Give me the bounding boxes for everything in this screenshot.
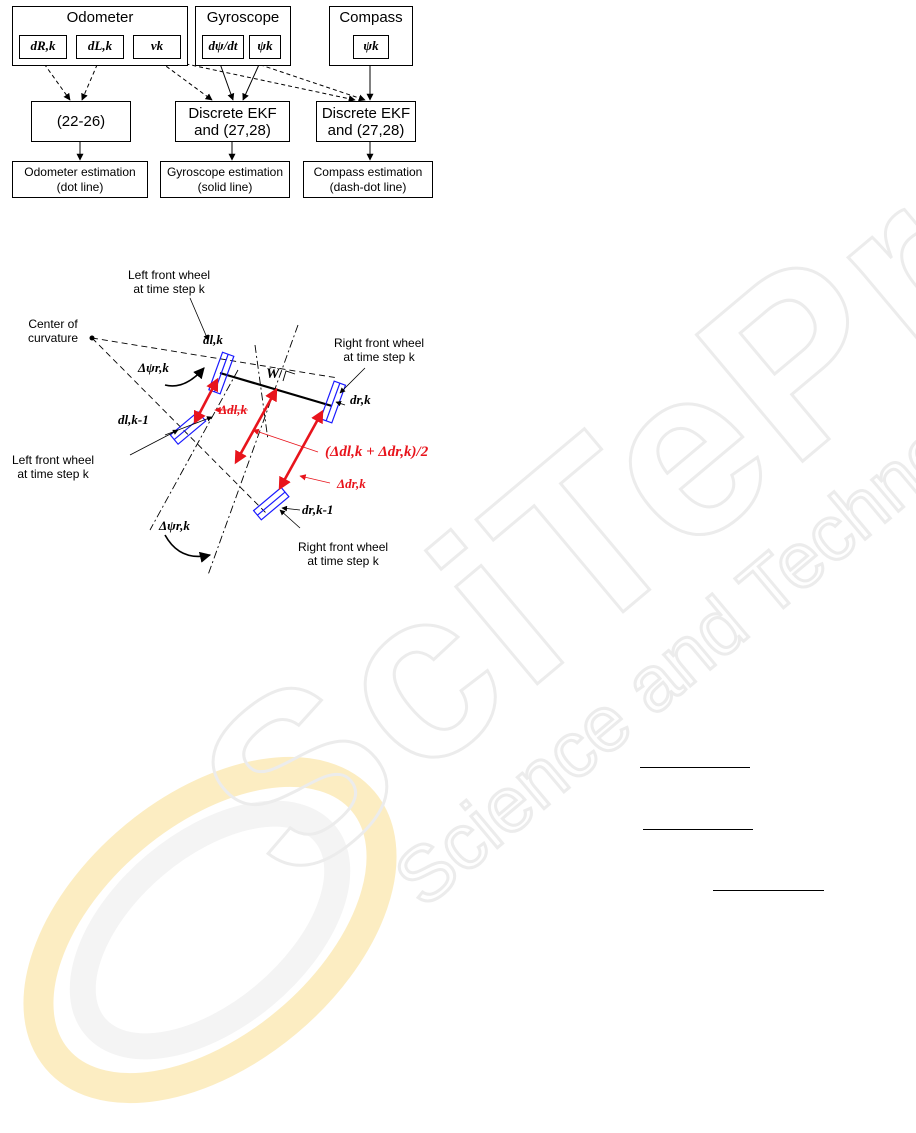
odometer-processor-label: (22-26)	[56, 113, 106, 130]
odometer-output-block: Odometer estimation (dot line)	[12, 161, 148, 198]
label-right-wheel-top-line2: at time step k	[343, 350, 415, 364]
delta-dr-arrow	[278, 409, 324, 491]
fraction-bar-3	[713, 890, 824, 891]
label-center-of-curvature: Center of curvature	[28, 317, 78, 345]
angle-arc-lower	[164, 534, 212, 563]
label-right-wheel-top: Right front wheel at time step k	[334, 336, 424, 364]
axis-line-right	[207, 324, 299, 576]
odometer-output-line1: Odometer estimation	[24, 164, 136, 179]
compass-output-line2: (dash-dot line)	[329, 179, 407, 194]
gyroscope-processor-line1: Discrete EKF	[188, 104, 277, 122]
label-left-wheel-top: Left front wheel at time step k	[128, 268, 210, 296]
label-left-wheel-bottom-line1: Left front wheel	[12, 453, 95, 467]
symbol-dr-k: dr,k	[350, 392, 371, 407]
fraction-bar-2	[643, 829, 753, 830]
gyroscope-processor-block: Discrete EKF and (27,28)	[175, 101, 290, 142]
gyroscope-sensor-block: Gyroscope dψ/dt ψk	[195, 6, 291, 66]
label-left-wheel-bottom-line2: at time step k	[17, 467, 89, 481]
symbol-dr-k-1: dr,k-1	[302, 502, 334, 517]
symbol-track-width: W	[266, 366, 280, 382]
symbol-delta-dr-k: Δdr,k	[337, 476, 366, 491]
compass-processor-block: Discrete EKF and (27,28)	[316, 101, 416, 142]
axis-line-left	[149, 369, 239, 531]
label-center-line1: Center of	[28, 317, 78, 331]
angle-arc-upper	[164, 367, 205, 387]
label-left-wheel-top-line1: Left front wheel	[128, 268, 211, 282]
symbol-dl-k-1: dl,k-1	[118, 412, 149, 427]
odometer-output-line2: (dot line)	[56, 179, 104, 194]
compass-processor-line1: Discrete EKF	[321, 104, 411, 122]
compass-output-line1: Compass estimation	[313, 164, 423, 179]
compass-processor-line2: and (27,28)	[327, 121, 405, 139]
compass-sensor-block: Compass ψk	[329, 6, 413, 66]
gyroscope-output-line2: (solid line)	[197, 179, 253, 194]
right-angle-mark	[282, 370, 296, 382]
wheel-geometry-diagram: Left front wheel at time step k Center o…	[0, 250, 916, 590]
left-wheel-time-k-1	[169, 410, 207, 446]
gyroscope-input-psi: ψk	[249, 35, 281, 59]
label-right-wheel-bottom: Right front wheel at time step k	[298, 540, 388, 568]
label-center-line2: curvature	[28, 331, 79, 345]
sensor-fusion-block-diagram: Odometer dR,k dL,k vk Gyroscope dψ/dt ψk…	[0, 0, 916, 210]
gyroscope-input-rate: dψ/dt	[202, 35, 244, 59]
right-wheel-time-k	[319, 380, 347, 424]
symbol-delta-psi-top: Δψr,k	[138, 360, 169, 375]
gyroscope-output-line1: Gyroscope estimation	[166, 164, 284, 179]
center-arrow	[234, 387, 278, 465]
label-right-wheel-bottom-line2: at time step k	[307, 554, 379, 568]
label-left-wheel-top-line2: at time step k	[133, 282, 205, 296]
symbol-dl-k: dl,k	[203, 332, 223, 347]
compass-input-psi: ψk	[353, 35, 389, 59]
symbol-delta-dl-k: Δdl,k	[219, 402, 248, 417]
right-wheel-time-k-1	[252, 486, 290, 521]
compass-title: Compass	[339, 9, 403, 26]
gyroscope-title: Gyroscope	[206, 9, 280, 26]
wheel-geometry-drawing	[89, 297, 366, 576]
watermark-ring-outer	[23, 756, 397, 1104]
odometer-input-vk: vk	[133, 35, 181, 59]
label-right-wheel-top-line1: Right front wheel	[334, 336, 425, 350]
symbol-average-displacement: (Δdl,k + Δdr,k)/2	[325, 444, 429, 460]
compass-output-block: Compass estimation (dash-dot line)	[303, 161, 433, 198]
gyroscope-processor-line2: and (27,28)	[194, 121, 271, 139]
label-right-wheel-bottom-line1: Right front wheel	[298, 540, 389, 554]
symbol-delta-psi-bottom: Δψr,k	[159, 518, 190, 533]
radius-line-upper	[91, 337, 339, 379]
watermark-ring-inner	[69, 800, 351, 1060]
odometer-input-dl: dL,k	[76, 35, 124, 59]
gyroscope-output-block: Gyroscope estimation (solid line)	[160, 161, 290, 198]
odometer-sensor-block: Odometer dR,k dL,k vk	[12, 6, 188, 66]
odometer-input-dr: dR,k	[19, 35, 67, 59]
label-left-wheel-bottom: Left front wheel at time step k	[12, 453, 94, 481]
fraction-bar-1	[640, 767, 750, 768]
delta-dl-arrow	[193, 377, 219, 425]
odometer-title: Odometer	[66, 9, 134, 26]
odometer-processor-block: (22-26)	[31, 101, 131, 142]
